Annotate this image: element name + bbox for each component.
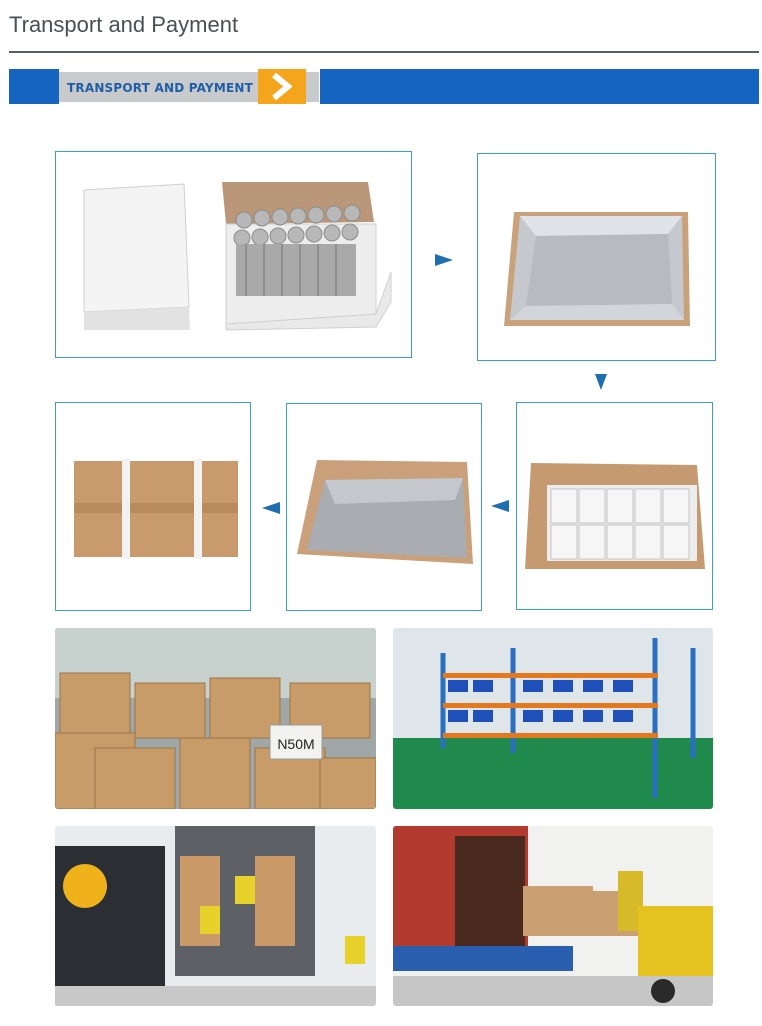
- banner-bar-left: [9, 69, 59, 104]
- arrow-left-icon: [262, 502, 280, 514]
- packing-step-4-panel: [286, 403, 482, 611]
- warehouse-cartons-photo: N50M: [55, 628, 376, 809]
- chevron-right-icon: [258, 69, 306, 104]
- packing-step-2-panel: [477, 153, 716, 361]
- page-title: Transport and Payment: [9, 12, 239, 37]
- boxes-in-carton-image: [525, 463, 705, 569]
- title-divider: [9, 51, 759, 53]
- arrow-down-icon: [595, 374, 607, 390]
- packing-step-5-panel: [55, 402, 251, 611]
- sealed-carton-image: [74, 459, 238, 559]
- carton-label: N50M: [277, 736, 314, 752]
- foil-covered-carton-image: [297, 460, 473, 564]
- foil-lined-carton-image: [504, 212, 690, 326]
- banner-bar-right: [320, 69, 759, 104]
- warehouse-racks-photo: [393, 628, 713, 809]
- section-banner-label: TRANSPORT AND PAYMENT: [67, 81, 254, 95]
- arrow-right-icon: [435, 254, 453, 266]
- packing-step-3-panel: [516, 402, 713, 610]
- container-loading-photo: [393, 826, 713, 1006]
- arrow-left-icon: [491, 500, 509, 512]
- packing-step-1-panel: [55, 151, 412, 358]
- truck-loading-photo: [55, 826, 376, 1006]
- inner-box-image: [83, 182, 392, 331]
